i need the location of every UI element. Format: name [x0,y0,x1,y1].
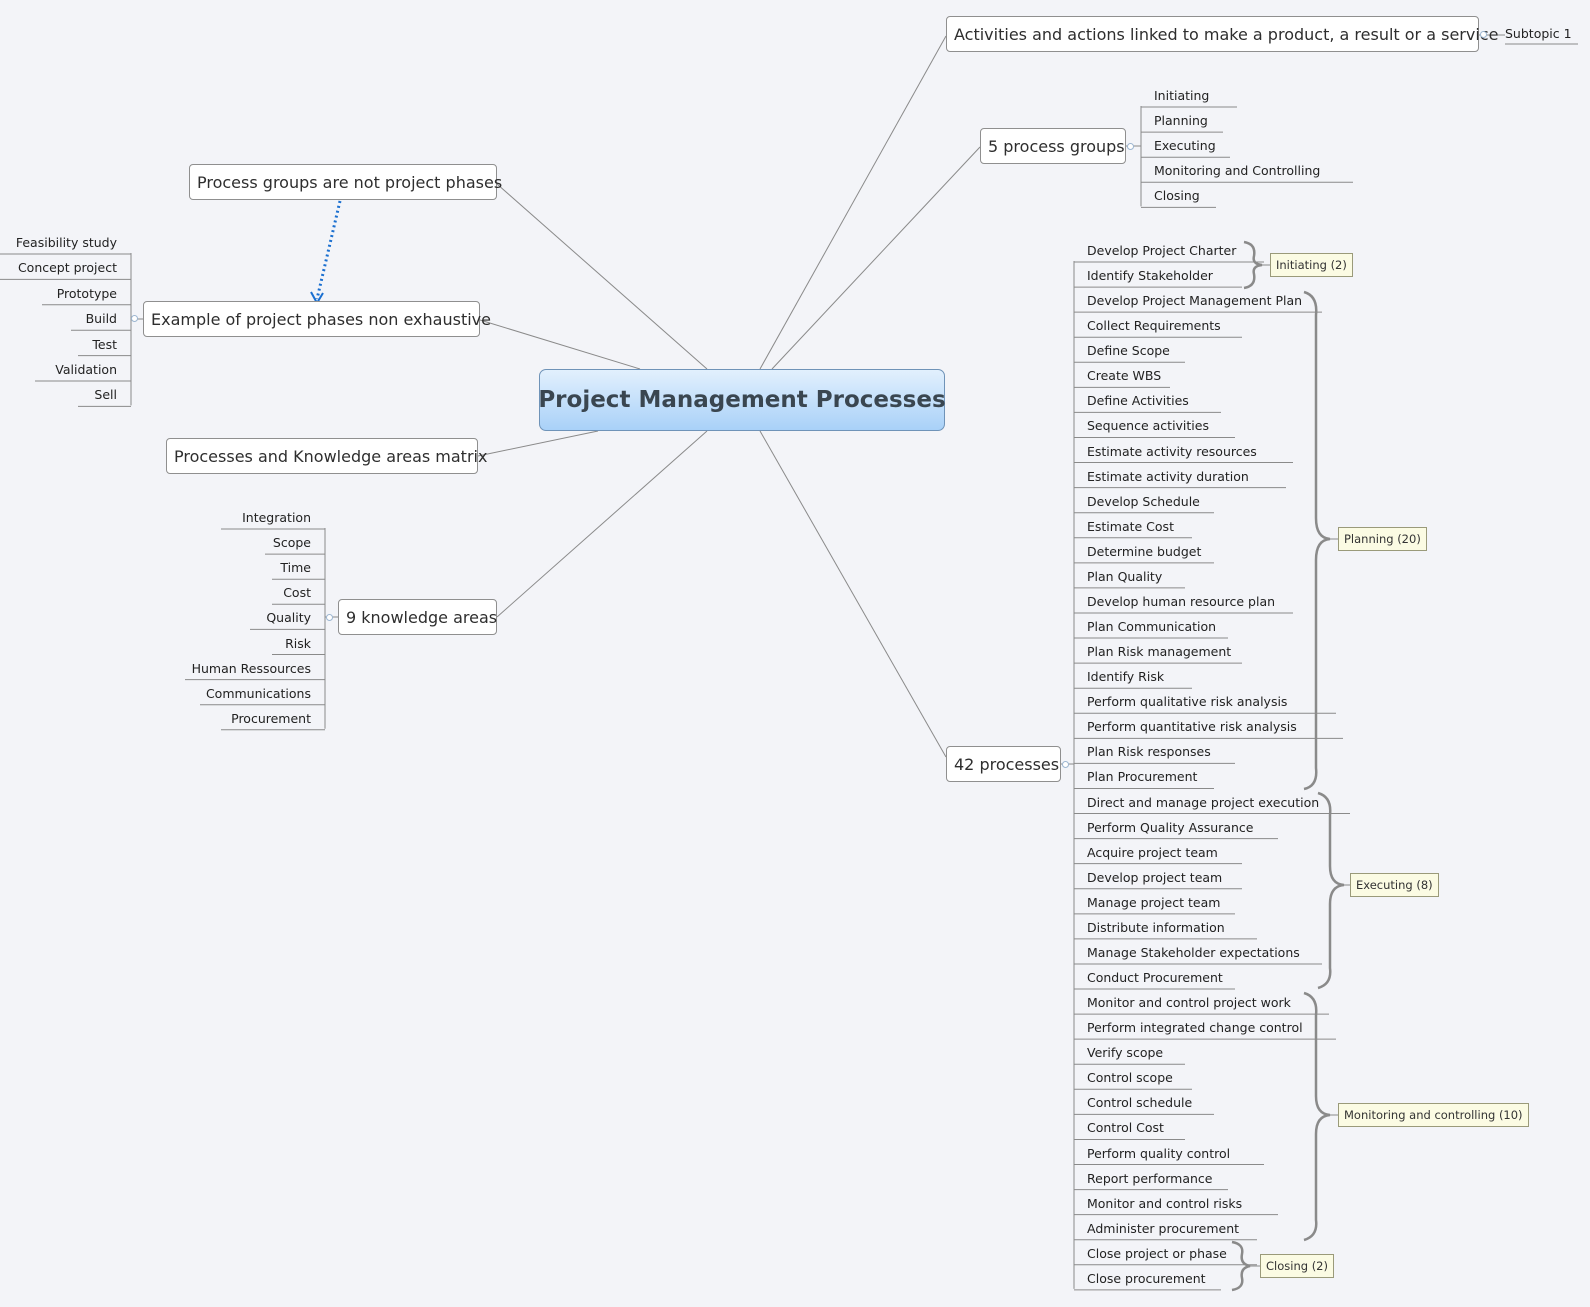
collapse-toggle-phases[interactable] [131,315,138,322]
connector-phases [479,319,641,370]
relationship-arrow [315,200,342,300]
phase-item[interactable]: Feasibility study [15,235,117,250]
brace-monitoring [1303,991,1331,1242]
process-item[interactable]: Collect Requirements [1087,318,1221,334]
collapse-toggle-activities[interactable] [1480,31,1487,38]
summary-planning[interactable]: Planning (20) [1338,527,1427,551]
process-item[interactable]: Plan Risk management [1087,644,1232,660]
summary-initiating[interactable]: Initiating (2) [1270,253,1353,277]
collapse-toggle-groups[interactable] [1127,143,1134,150]
phase-item[interactable]: Prototype [56,285,117,301]
process-item[interactable]: Identify Risk [1087,669,1165,685]
topic-not-phases[interactable]: Process groups are not project phases [189,164,502,200]
process-item[interactable]: Close procurement [1087,1270,1206,1286]
topic-42-processes[interactable]: 42 processes [946,746,1061,782]
process-group-item[interactable]: Executing [1154,138,1216,154]
process-item[interactable]: Plan Quality [1087,568,1163,584]
process-item[interactable]: Distribute information [1087,919,1225,935]
central-topic[interactable]: Project Management Processes [538,369,946,431]
connector-groups [771,146,981,370]
topic-process-groups[interactable]: 5 process groups [980,128,1126,164]
brace-planning [1303,290,1331,791]
brace-closing [1231,1240,1251,1292]
brace-initiating [1243,240,1263,290]
process-item[interactable]: Manage project team [1087,894,1221,910]
process-item[interactable]: Monitor and control risks [1087,1195,1243,1211]
phase-item[interactable]: Sell [94,387,117,403]
phase-item[interactable]: Build [85,311,117,327]
process-item[interactable]: Develop Schedule [1087,493,1200,509]
process-item[interactable]: Perform qualitative risk analysis [1087,694,1288,710]
process-item[interactable]: Manage Stakeholder expectations [1087,944,1300,960]
subtopic-1[interactable]: Subtopic 1 [1505,26,1572,41]
process-item[interactable]: Report performance [1087,1170,1213,1186]
knowledge-item[interactable]: Procurement [231,710,311,726]
process-item[interactable]: Develop project team [1087,869,1223,885]
phase-item[interactable]: Concept project [17,260,117,276]
topic-knowledge-areas[interactable]: 9 knowledge areas [338,599,497,635]
process-item[interactable]: Estimate activity resources [1087,443,1257,459]
knowledge-item[interactable]: Human Ressources [191,660,311,676]
process-item[interactable]: Direct and manage project execution [1087,794,1320,810]
collapse-toggle-processes[interactable] [1062,761,1069,768]
summary-monitoring[interactable]: Monitoring and controlling (10) [1338,1103,1529,1127]
process-item[interactable]: Plan Risk responses [1087,744,1211,760]
knowledge-item[interactable]: Integration [242,510,311,525]
knowledge-item[interactable]: Risk [285,635,311,651]
process-item[interactable]: Plan Procurement [1087,769,1198,785]
process-item[interactable]: Administer procurement [1087,1220,1240,1236]
collapse-toggle-knowledge[interactable] [326,614,333,621]
process-item[interactable]: Acquire project team [1087,844,1218,860]
process-item[interactable]: Control scope [1087,1070,1173,1086]
summary-executing[interactable]: Executing (8) [1350,873,1439,897]
process-item[interactable]: Perform quality control [1087,1145,1231,1161]
process-item[interactable]: Create WBS [1087,368,1162,384]
process-item[interactable]: Define Scope [1087,343,1170,359]
process-item[interactable]: Conduct Procurement [1087,970,1223,986]
process-group-item[interactable]: Monitoring and Controlling [1154,163,1321,179]
summary-closing[interactable]: Closing (2) [1260,1254,1334,1278]
process-item[interactable]: Determine budget [1087,543,1202,559]
connector-knowledge [496,430,708,618]
process-group-item[interactable]: Planning [1154,113,1208,129]
process-item[interactable]: Control schedule [1087,1095,1193,1111]
process-group-item[interactable]: Initiating [1154,88,1210,103]
knowledge-item[interactable]: Quality [266,610,311,626]
connector-activities [759,35,947,370]
phase-item[interactable]: Test [92,336,117,352]
knowledge-item[interactable]: Time [280,560,311,576]
process-item[interactable]: Define Activities [1087,393,1189,409]
connector-processes [759,430,947,758]
topic-activities[interactable]: Activities and actions linked to make a … [946,16,1498,52]
topic-knowledge-matrix[interactable]: Processes and Knowledge areas matrix [166,438,487,474]
knowledge-item[interactable]: Cost [283,585,311,601]
process-item[interactable]: Close project or phase [1087,1245,1227,1261]
phase-item[interactable]: Validation [55,362,117,377]
process-item[interactable]: Verify scope [1087,1045,1164,1061]
connector-not-phases [496,183,708,370]
process-item[interactable]: Develop human resource plan [1087,593,1276,609]
knowledge-item[interactable]: Communications [205,685,311,701]
brace-executing [1317,791,1345,990]
process-item[interactable]: Develop Project Management Plan [1087,293,1303,309]
connector-matrix [477,430,599,457]
topic-project-phases[interactable]: Example of project phases non exhaustive [143,301,491,337]
process-item[interactable]: Sequence activities [1087,418,1209,434]
process-group-item[interactable]: Closing [1154,188,1200,204]
process-item[interactable]: Estimate activity duration [1087,468,1249,484]
process-item[interactable]: Develop Project Charter [1087,243,1237,258]
process-item[interactable]: Identify Stakeholder [1087,268,1213,284]
process-item[interactable]: Plan Communication [1087,619,1217,635]
process-item[interactable]: Perform quantitative risk analysis [1087,719,1297,735]
process-item[interactable]: Estimate Cost [1087,518,1174,534]
process-item[interactable]: Control Cost [1087,1120,1164,1136]
process-item[interactable]: Monitor and control project work [1087,995,1291,1011]
process-item[interactable]: Perform integrated change control [1087,1020,1303,1036]
process-item[interactable]: Perform Quality Assurance [1087,819,1254,835]
knowledge-item[interactable]: Scope [272,535,311,551]
